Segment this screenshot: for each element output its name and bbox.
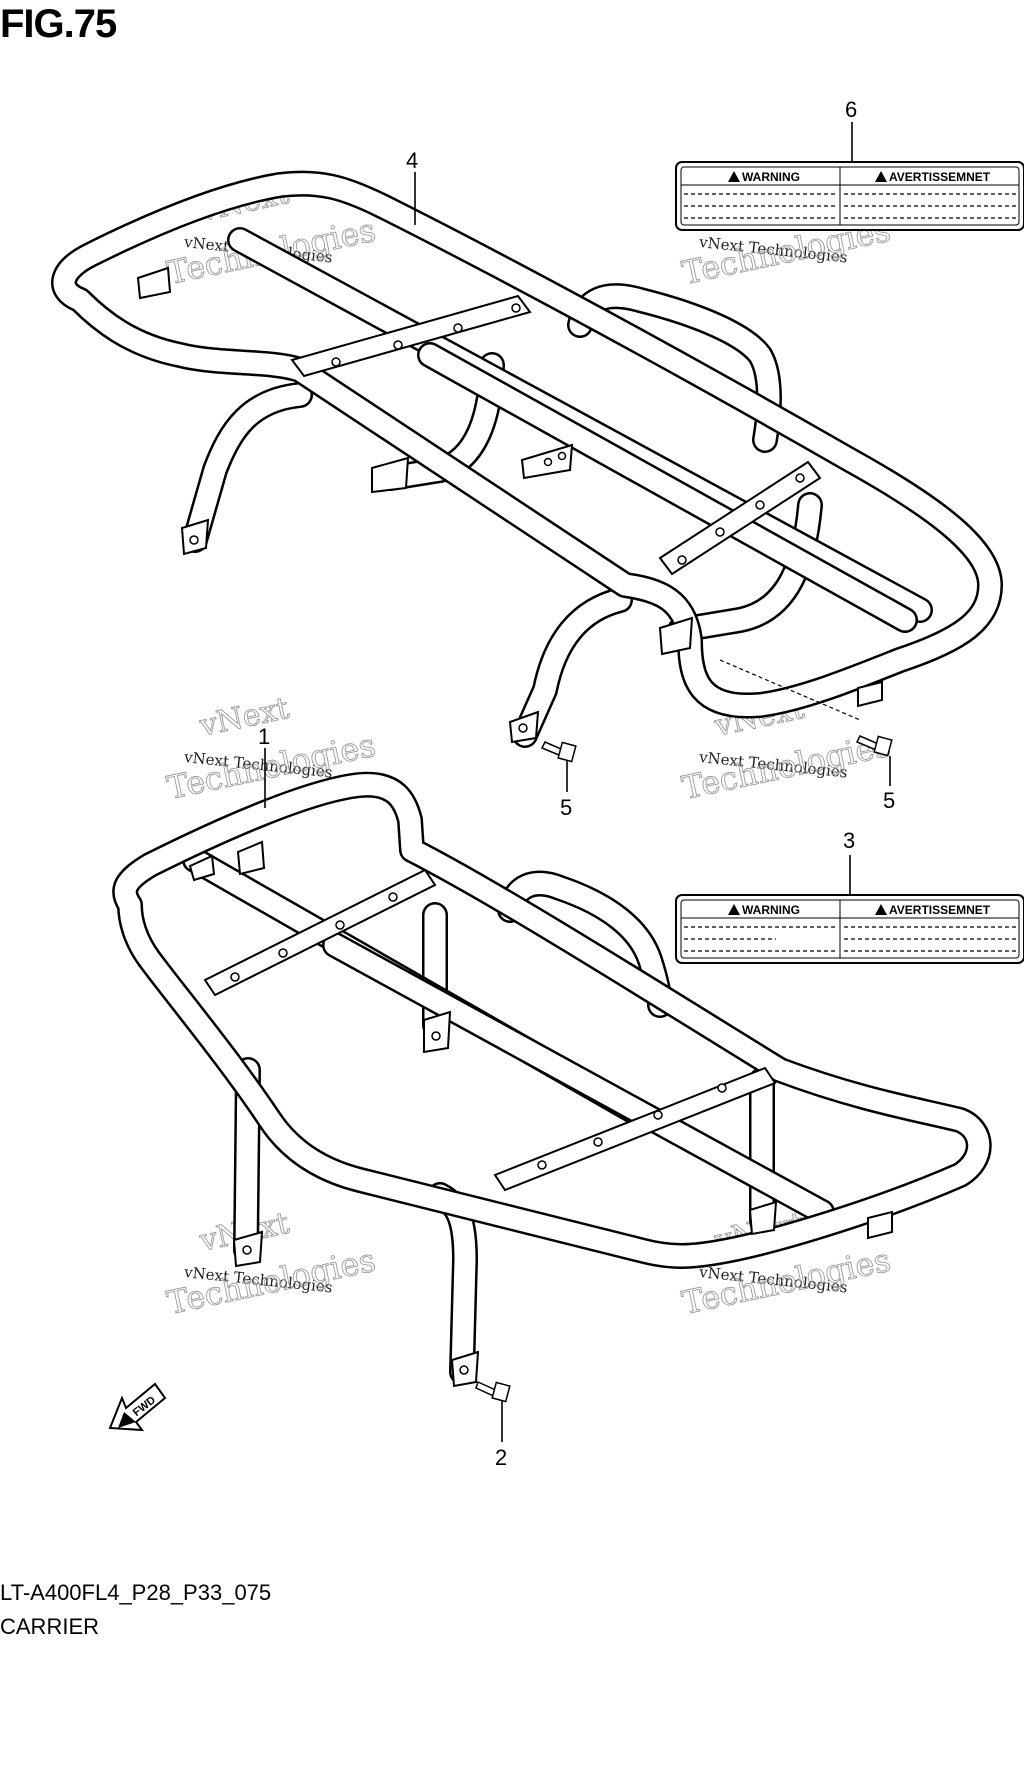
svg-text:1: 1 [258,724,270,749]
carrier-front-part-1 [112,771,992,1388]
svg-text:3: 3 [843,828,855,853]
watermark-group: vNext vNext Technologies Technologies vN… [163,176,894,1323]
warning-label-part-6: WARNING AVERTISSEMNET [675,161,1024,231]
bolt-5-right [855,735,893,757]
warning-label-part-3: WARNING AVERTISSEMNET [675,894,1024,964]
svg-text:6: 6 [845,97,857,122]
callout-part-3: 3 [843,828,855,895]
svg-text:4: 4 [406,148,418,173]
callout-part-4: 4 [406,148,418,225]
label-3-avertissement: AVERTISSEMNET [889,903,991,917]
callout-part-6: 6 [845,97,857,162]
carrier-rear-part-4 [51,170,1003,748]
callout-part-5-right: 5 [883,756,895,813]
svg-text:5: 5 [560,795,572,820]
callout-part-5-left: 5 [560,760,572,820]
label-6-warning: WARNING [742,170,800,184]
label-6-avertissement: AVERTISSEMNET [889,170,991,184]
callout-part-2: 2 [495,1400,507,1470]
bolt-5-left [540,741,577,763]
figure-code: LT-A400FL4_P28_P33_075 [0,1580,272,1605]
label-3-warning: WARNING [742,903,800,917]
figure-title: FIG.75 [0,2,117,46]
watermark-5: vNext vNext Technologies Technologies [163,1206,379,1323]
callout-part-1: 1 [258,724,270,808]
figure-name: CARRIER [0,1614,100,1639]
svg-text:5: 5 [883,788,895,813]
svg-text:vNext: vNext [196,691,292,744]
svg-text:2: 2 [495,1445,507,1470]
bolt-2 [475,1380,511,1403]
svg-text:Technologies: Technologies [164,1241,379,1322]
fwd-arrow-icon: FWD [108,1382,167,1432]
